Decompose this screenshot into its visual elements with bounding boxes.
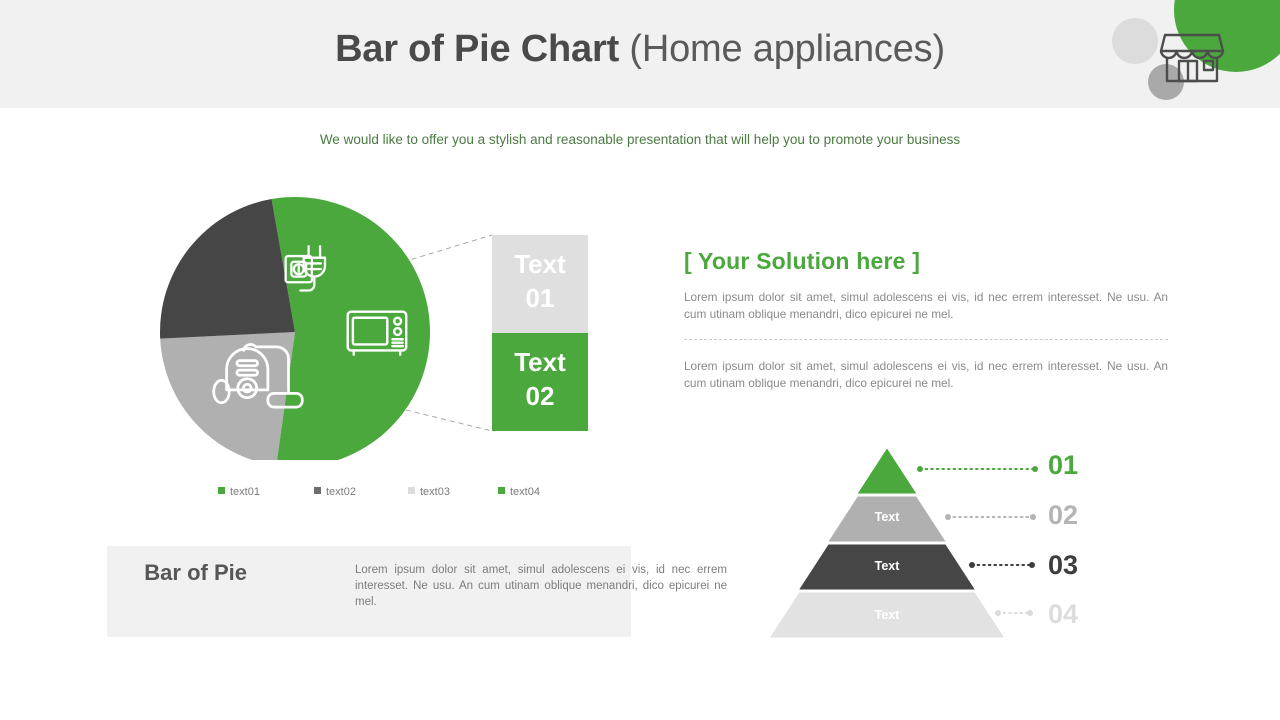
pyramid-connector-dot (945, 514, 951, 520)
page-title: Bar of Pie Chart (Home appliances) (0, 28, 1280, 71)
legend-label: text02 (326, 486, 356, 498)
header-band: Bar of Pie Chart (Home appliances) (0, 0, 1280, 108)
pyramid-label-02[interactable]: 02 (1048, 500, 1079, 530)
shop-icon (1159, 33, 1225, 83)
pyramid-connector-dot (1032, 466, 1038, 472)
pie-to-bar-connectors (402, 234, 493, 432)
pyramid-label-03[interactable]: 03 (1048, 550, 1079, 580)
bar-block-label: Text (514, 249, 566, 279)
solution-title: [ Your Solution here ] (684, 248, 921, 274)
legend-label: text01 (230, 486, 260, 498)
pyramid-label-01[interactable]: 01 (1048, 450, 1079, 480)
bar-block-number: 01 (526, 283, 555, 313)
subtitle: We would like to offer you a stylish and… (319, 132, 961, 147)
bar-block-label: Text (514, 347, 566, 377)
solution-paragraph-1: Lorem ipsum dolor sit amet, simul adoles… (684, 290, 1168, 321)
legend-item[interactable]: text03 (408, 486, 450, 498)
pie-slices (160, 197, 430, 467)
decor-light-circle (1112, 18, 1158, 64)
pyramid-level-text: Text (874, 608, 900, 622)
page-title-light: (Home appliances) (629, 28, 945, 70)
solution-panel: [ Your Solution here ] Lorem ipsum dolor… (684, 248, 1168, 392)
bar-of-pie-box-title: Bar of Pie (144, 560, 247, 585)
plug-socket-icon (284, 245, 327, 292)
pie-slice[interactable] (160, 199, 295, 339)
bar-block-number: 02 (526, 381, 555, 411)
pyramid-level-text: Text (874, 559, 900, 573)
pyramid-label-04[interactable]: 04 (1048, 599, 1079, 629)
solution-divider (684, 339, 1168, 340)
page-title-bold: Bar of Pie Chart (335, 28, 620, 70)
bar-of-pie-box-body: Lorem ipsum dolor sit amet, simul adoles… (355, 564, 727, 608)
legend-item[interactable]: text04 (498, 486, 540, 498)
header-decoration (1100, 0, 1280, 108)
pyramid-connector-dot (1027, 610, 1033, 616)
pyramid-chart: Text Text Text 01 02 03 04 (760, 443, 1180, 643)
pyramid-connector-dot (995, 610, 1001, 616)
legend-item[interactable]: text02 (314, 486, 356, 498)
solution-paragraph-2: Lorem ipsum dolor sit amet, simul adoles… (684, 359, 1168, 390)
pyramid-connector-dot (969, 562, 975, 568)
pie-legend: text01 text02 text03 text04 (150, 486, 620, 506)
pyramid-level[interactable] (828, 496, 946, 542)
pyramid-svg (770, 448, 1038, 638)
pyramid-level[interactable] (770, 592, 1004, 638)
legend-swatch (408, 487, 415, 494)
legend-label: text04 (510, 486, 540, 498)
pyramid-level[interactable] (857, 448, 917, 494)
legend-swatch (218, 487, 225, 494)
bar-of-pie-block[interactable] (492, 235, 588, 333)
pyramid-connector-dot (1030, 514, 1036, 520)
pyramid-levels (770, 448, 1004, 638)
microwave-icon (346, 310, 408, 356)
legend-swatch (498, 487, 505, 494)
pyramid-level-text: Text (874, 510, 900, 524)
pyramid-connectors (917, 466, 1038, 616)
bar-of-pie-description-box: Bar of Pie Lorem ipsum dolor sit amet, s… (107, 546, 727, 637)
legend-item[interactable]: text01 (218, 486, 260, 498)
pyramid-connector-dot (1029, 562, 1035, 568)
pie-bar-connector (405, 409, 493, 432)
vacuum-cleaner-icon (212, 343, 304, 409)
pie-bar-connector (402, 234, 493, 263)
legend-label: text03 (420, 486, 450, 498)
bar-of-pie-block[interactable] (492, 333, 588, 431)
legend-swatch (314, 487, 321, 494)
pyramid-connector-dot (917, 466, 923, 472)
pyramid-level[interactable] (799, 544, 975, 590)
